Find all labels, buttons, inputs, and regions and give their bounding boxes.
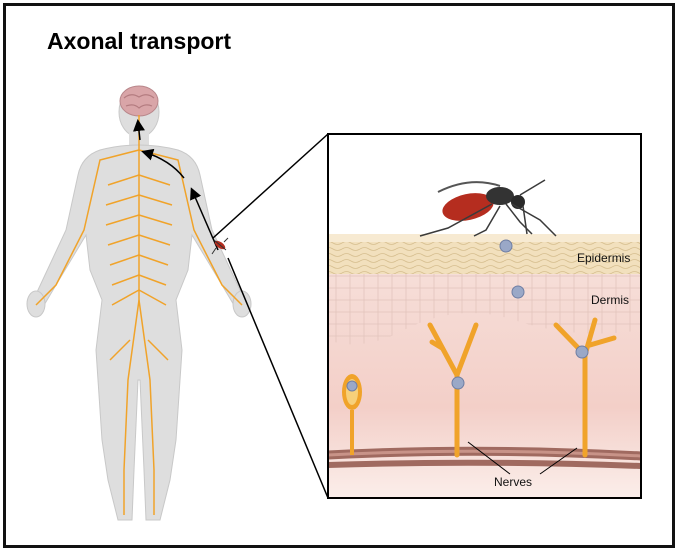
skin-inset [328, 134, 641, 498]
label-nerves: Nerves [494, 475, 532, 489]
label-dermis: Dermis [591, 293, 629, 307]
brain-icon [120, 86, 158, 116]
label-epidermis: Epidermis [577, 251, 630, 265]
zoom-lines [213, 134, 328, 498]
